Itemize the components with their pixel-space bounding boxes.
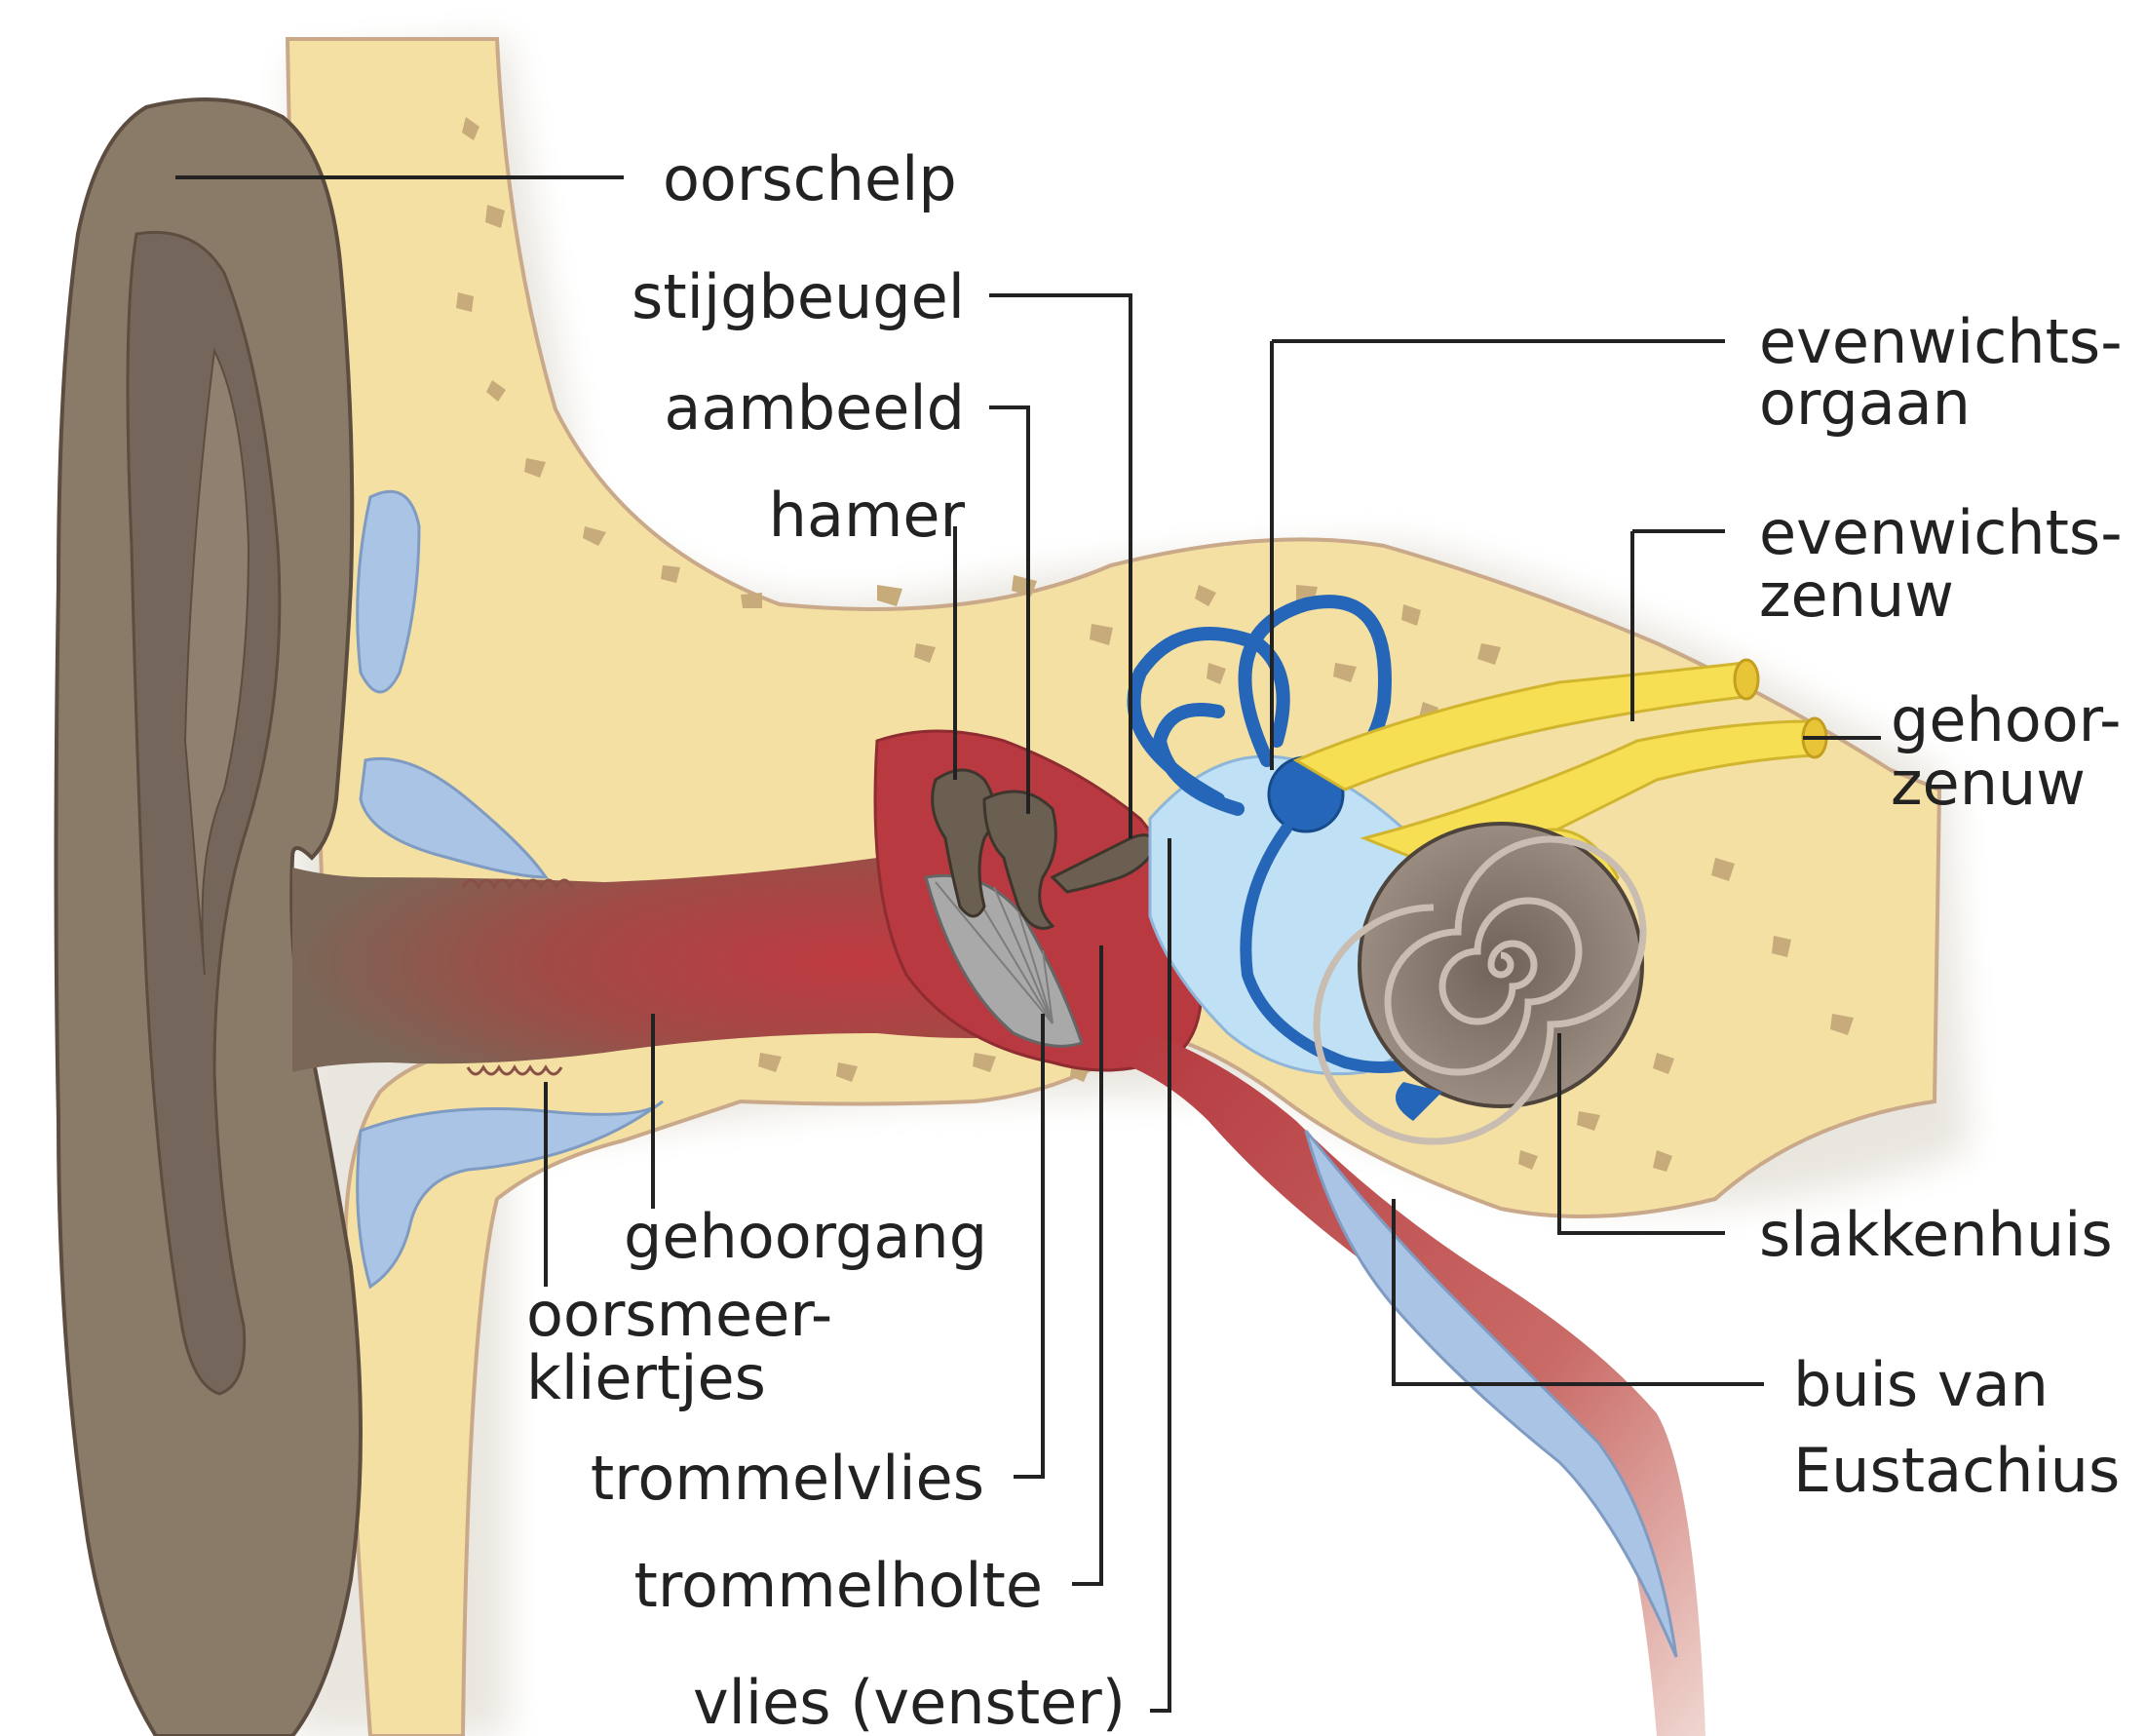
- label-gehoorzenuw-2: zenuw: [1891, 748, 2086, 819]
- label-evenwichtszenuw-1: evenwichts-: [1759, 497, 2123, 568]
- label-eustachius-2: Eustachius: [1793, 1435, 2120, 1506]
- label-vlies: vlies (venster): [693, 1667, 1126, 1736]
- label-gehoorgang: gehoorgang: [624, 1201, 987, 1272]
- label-evenwichtsorgaan-2: orgaan: [1759, 367, 1971, 439]
- label-aambeeld: aambeeld: [664, 372, 965, 444]
- label-trommelholte: trommelholte: [634, 1550, 1043, 1621]
- label-oorsmeerklier-2: kliertjes: [526, 1342, 766, 1413]
- label-hamer: hamer: [769, 480, 966, 551]
- label-eustachius-1: buis van: [1793, 1349, 2049, 1420]
- label-gehoorzenuw-1: gehoor-: [1891, 684, 2122, 755]
- label-oorschelp: oorschelp: [663, 143, 957, 214]
- label-trommelvlies: trommelvlies: [591, 1443, 984, 1514]
- label-slakkenhuis: slakkenhuis: [1759, 1199, 2113, 1270]
- label-oorsmeerklier-1: oorsmeer-: [526, 1279, 832, 1350]
- label-stijgbeugel: stijgbeugel: [632, 261, 965, 332]
- label-evenwichtszenuw-2: zenuw: [1759, 559, 1954, 631]
